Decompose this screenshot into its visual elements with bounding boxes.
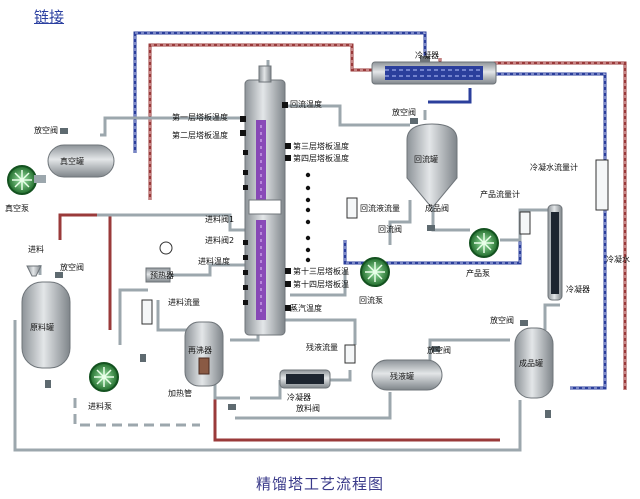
product-tank[interactable]: 成品罐: [514, 327, 554, 399]
label-steam-temp: 蒸汽温度: [290, 303, 322, 313]
label-vent-valve-product: 放空阀: [490, 315, 514, 325]
label-feed-valve-1: 进料阀1: [205, 214, 234, 224]
product-tank-label: 成品罐: [519, 358, 543, 368]
label-heating-tube: 加热管: [168, 388, 192, 398]
label-vent-valve-reflux: 放空阀: [392, 107, 416, 117]
blue-cooling-pipes: [133, 31, 607, 390]
label-condenser-top: 冷凝器: [415, 50, 439, 60]
label-feed-valve-2: 进料阀2: [205, 235, 234, 245]
label-feed-in: 进料: [28, 244, 44, 254]
label-feed-pump: 进料泵: [88, 401, 112, 411]
column-sensors: [240, 102, 311, 311]
label-tray14-temp: 第十四层塔板温: [293, 279, 349, 289]
valves[interactable]: [45, 118, 551, 418]
raw-material-tank[interactable]: 原料罐: [21, 281, 71, 369]
label-cooling-water-flow: 冷凝水流量计: [530, 162, 578, 172]
label-tray4-temp: 第四层塔板温度: [293, 153, 349, 163]
reboiler-label: 再沸器: [188, 345, 212, 355]
label-residue-flow: 残液流量: [306, 342, 338, 352]
flow-meters: [141, 159, 609, 364]
label-cooling-water: 冷凝水: [606, 254, 630, 264]
reflux-pump[interactable]: [360, 257, 390, 287]
label-tray3-temp: 第三层塔板温度: [293, 141, 349, 151]
label-reflux-flow: 回流液流量: [360, 203, 400, 213]
reboiler[interactable]: 再沸器: [184, 321, 224, 387]
top-condenser[interactable]: [371, 56, 497, 85]
reflux-tank-label: 回流罐: [414, 154, 438, 164]
label-feed-temp: 进料温度: [198, 256, 230, 266]
preheater[interactable]: 预热器: [145, 267, 174, 283]
vacuum-tank-label: 真空罐: [60, 156, 84, 166]
bottom-cooler[interactable]: [279, 369, 331, 389]
residue-tank-label: 残液罐: [390, 371, 414, 381]
product-pump[interactable]: [469, 228, 499, 258]
feed-hopper: [26, 265, 42, 277]
label-reflux-pump: 回流泵: [359, 295, 383, 305]
right-cooler[interactable]: [547, 204, 563, 301]
vacuum-tank[interactable]: 真空罐: [47, 144, 115, 178]
link-anchor[interactable]: 链接: [34, 8, 65, 26]
label-vent-valve-vacuum: 放空阀: [34, 125, 58, 135]
label-vent-valve-raw: 放空阀: [60, 262, 84, 272]
label-product-pump: 产品泵: [466, 268, 490, 278]
feed-pump[interactable]: [89, 362, 119, 392]
label-cooler-bottom: 冷凝器: [287, 392, 311, 402]
label-product-valve: 成品阀: [425, 203, 449, 213]
label-cooler-right: 冷凝器: [566, 284, 590, 294]
text-labels: 第一层塔板温度 第二层塔板温度 回流温度 第三层塔板温度 第四层塔板温度 进料阀…: [5, 50, 630, 413]
label-product-flow-meter: 产品流量计: [480, 189, 520, 199]
label-reflux-temp: 回流温度: [290, 99, 322, 109]
residue-tank[interactable]: 残液罐: [371, 359, 443, 391]
raw-tank-label: 原料罐: [30, 322, 54, 332]
label-vent-valve-residue: 放空阀: [427, 345, 451, 355]
diagram-caption: 精馏塔工艺流程图: [255, 475, 384, 493]
label-discharge-valve: 放料阀: [296, 403, 320, 413]
label-tray2-temp: 第二层塔板温度: [172, 130, 228, 140]
label-feed-flow: 进料流量: [168, 297, 200, 307]
preheater-label: 预热器: [150, 270, 174, 280]
reflux-tank[interactable]: 回流罐: [406, 123, 458, 209]
label-vacuum-pump: 真空泵: [5, 203, 29, 213]
label-tray13-temp: 第十三层塔板温: [293, 266, 349, 276]
vacuum-pump[interactable]: [7, 165, 46, 195]
distillation-column: [244, 65, 286, 336]
label-reflux-valve: 回流阀: [378, 224, 402, 234]
label-tray1-temp: 第一层塔板温度: [172, 112, 228, 122]
